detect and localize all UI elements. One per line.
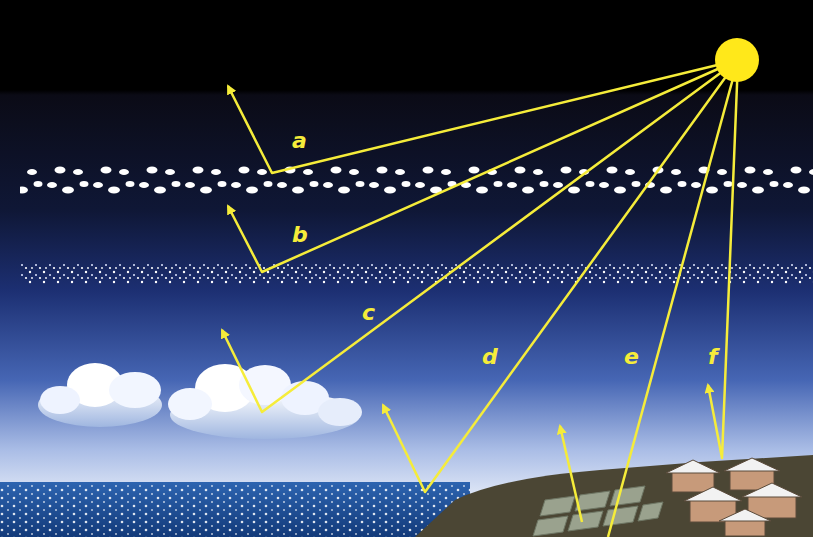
lower-aerosol-layer [20,264,813,284]
upper-aerosol-layer [20,164,813,194]
land [415,455,813,537]
solar-panels [533,486,663,536]
ray-label: a [292,130,307,152]
houses [666,458,802,536]
ocean [0,482,470,537]
ray-label: c [362,302,375,324]
ray-label: b [292,224,308,246]
ray-label: e [624,346,639,368]
light-rays [222,60,738,537]
ray-label: d [482,346,498,368]
sun [715,38,759,82]
ray-label: f [708,346,718,368]
ocean-glints [0,484,470,537]
atmosphere [0,0,813,500]
